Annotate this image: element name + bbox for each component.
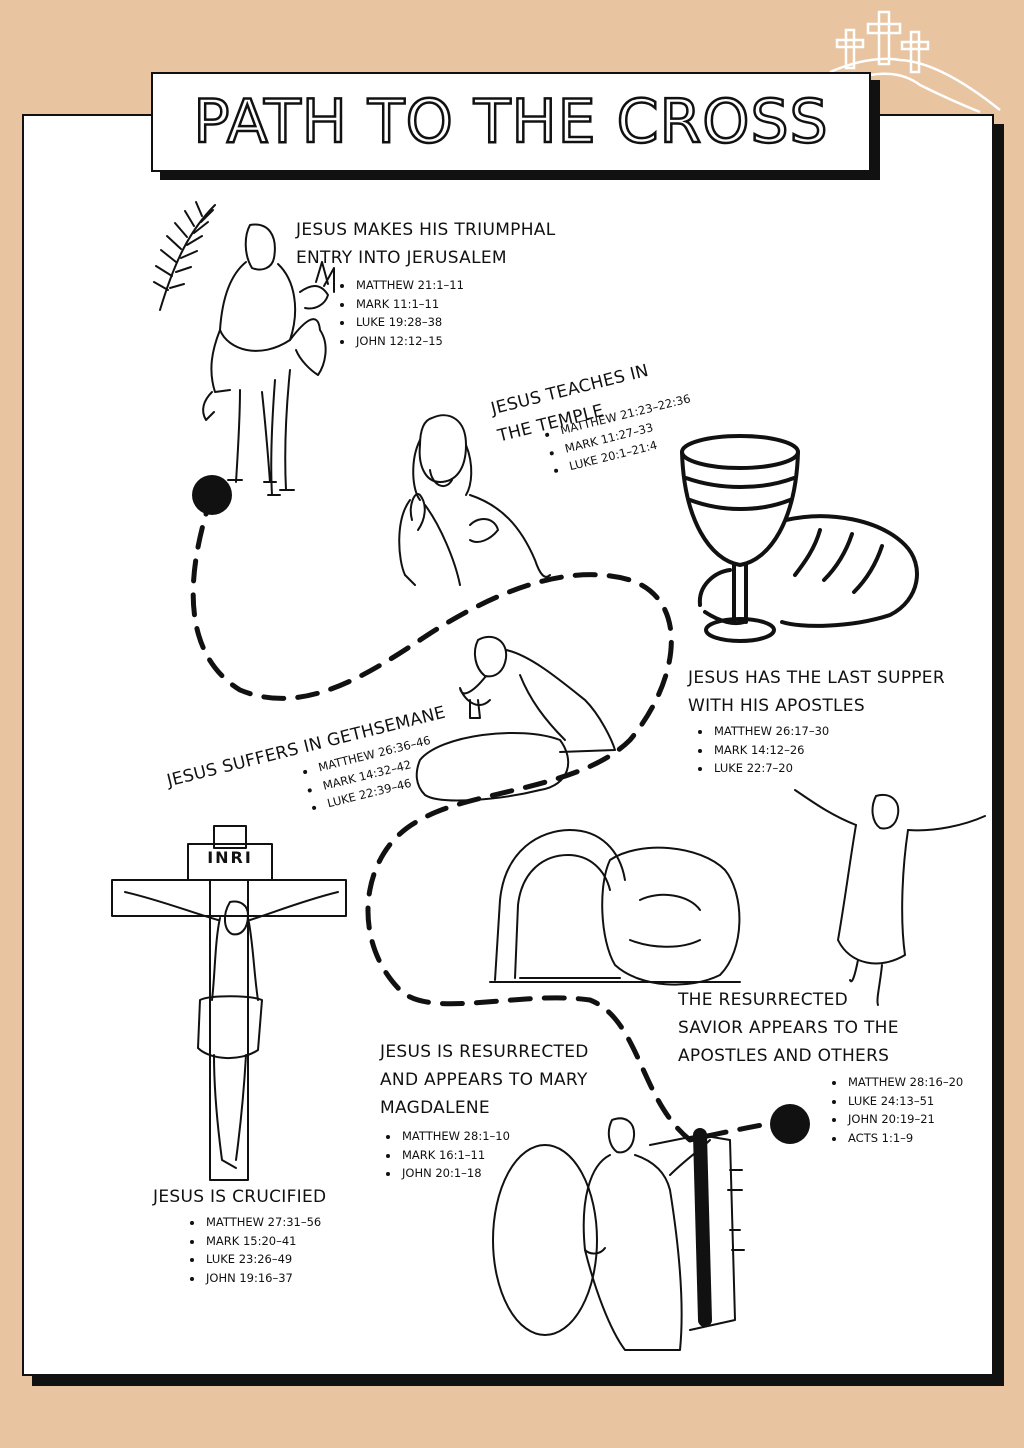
donkey-rider-icon bbox=[202, 223, 335, 496]
event-mary-magdalene-heading: JESUS IS RESURRECTED AND APPEARS TO MARY… bbox=[380, 1038, 589, 1122]
scripture-ref: JOHN 20:1–18 bbox=[400, 1164, 510, 1183]
event-last-supper-refs: MATTHEW 26:17–30 MARK 14:12–26 LUKE 22:7… bbox=[694, 722, 829, 778]
scripture-ref: MARK 14:12–26 bbox=[712, 741, 829, 760]
scripture-ref: LUKE 24:13–51 bbox=[846, 1092, 963, 1111]
teaching-jesus-icon bbox=[398, 414, 551, 586]
heading-line: MAGDALENE bbox=[380, 1098, 490, 1118]
scripture-ref: MATTHEW 28:16–20 bbox=[846, 1073, 963, 1092]
event-crucified-refs: MATTHEW 27:31–56 MARK 15:20–41 LUKE 23:2… bbox=[186, 1213, 321, 1287]
event-mary-magdalene-refs: MATTHEW 28:1–10 MARK 16:1–11 JOHN 20:1–1… bbox=[382, 1127, 510, 1183]
scripture-ref: MATTHEW 21:1–11 bbox=[354, 276, 464, 295]
path-end-dot-icon bbox=[770, 1104, 810, 1144]
event-triumphal-entry-heading: JESUS MAKES HIS TRIUMPHAL ENTRY INTO JER… bbox=[296, 216, 556, 272]
path-start-dot-icon bbox=[192, 475, 232, 515]
scripture-ref: ACTS 1:1–9 bbox=[846, 1129, 963, 1148]
heading-line: THE RESURRECTED bbox=[678, 990, 849, 1010]
dashed-path bbox=[190, 492, 793, 1143]
praying-jesus-icon bbox=[415, 635, 616, 802]
crucifix-icon bbox=[111, 825, 347, 1181]
scripture-ref: LUKE 22:7–20 bbox=[712, 759, 829, 778]
scripture-ref: MARK 16:1–11 bbox=[400, 1146, 510, 1165]
scripture-ref: JOHN 19:16–37 bbox=[204, 1269, 321, 1288]
palm-branch-icon bbox=[153, 201, 216, 311]
heading-line: JESUS IS CRUCIFIED bbox=[153, 1187, 327, 1207]
scripture-ref: MATTHEW 26:17–30 bbox=[712, 722, 829, 741]
scripture-ref: MARK 11:1–11 bbox=[354, 295, 464, 314]
heading-line: ENTRY INTO JERUSALEM bbox=[296, 248, 507, 268]
cross-inri-label: INRI bbox=[207, 848, 253, 867]
scripture-ref: JOHN 12:12–15 bbox=[354, 332, 464, 351]
bread-loaf-icon bbox=[697, 514, 919, 628]
cross-sign: INRI bbox=[207, 848, 253, 867]
scripture-ref: MATTHEW 27:31–56 bbox=[204, 1213, 321, 1232]
title-box: PATH TO THE CROSS bbox=[151, 72, 871, 172]
worksheet-sheet bbox=[22, 114, 994, 1376]
scripture-ref: LUKE 19:28–38 bbox=[354, 313, 464, 332]
event-last-supper-heading: JESUS HAS THE LAST SUPPER WITH HIS APOST… bbox=[688, 664, 945, 720]
event-crucified-heading: JESUS IS CRUCIFIED bbox=[153, 1183, 326, 1211]
risen-jesus-tomb-icon bbox=[492, 1117, 745, 1351]
empty-tomb-icon bbox=[489, 829, 741, 986]
heading-line: AND APPEARS TO MARY bbox=[380, 1070, 588, 1090]
heading-line: JESUS MAKES HIS TRIUMPHAL bbox=[296, 220, 556, 240]
event-apostles-refs: MATTHEW 28:16–20 LUKE 24:13–51 JOHN 20:1… bbox=[828, 1073, 963, 1147]
page-title: PATH TO THE CROSS bbox=[192, 86, 829, 159]
scripture-ref: JOHN 20:19–21 bbox=[846, 1110, 963, 1129]
event-apostles-heading: THE RESURRECTED SAVIOR APPEARS TO THE AP… bbox=[678, 986, 899, 1070]
event-triumphal-entry-refs: MATTHEW 21:1–11 MARK 11:1–11 LUKE 19:28–… bbox=[336, 276, 464, 350]
heading-line: SAVIOR APPEARS TO THE bbox=[678, 1018, 899, 1038]
chalice-icon bbox=[680, 434, 800, 643]
heading-line: JESUS IS RESURRECTED bbox=[380, 1042, 589, 1062]
scripture-ref: MATTHEW 28:1–10 bbox=[400, 1127, 510, 1146]
heading-line: APOSTLES AND OTHERS bbox=[678, 1046, 890, 1066]
heading-line: JESUS HAS THE LAST SUPPER bbox=[688, 668, 945, 688]
scripture-ref: LUKE 23:26–49 bbox=[204, 1250, 321, 1269]
heading-line: WITH HIS APOSTLES bbox=[688, 696, 865, 716]
scripture-ref: MARK 15:20–41 bbox=[204, 1232, 321, 1251]
ascending-jesus-icon bbox=[794, 789, 986, 1006]
